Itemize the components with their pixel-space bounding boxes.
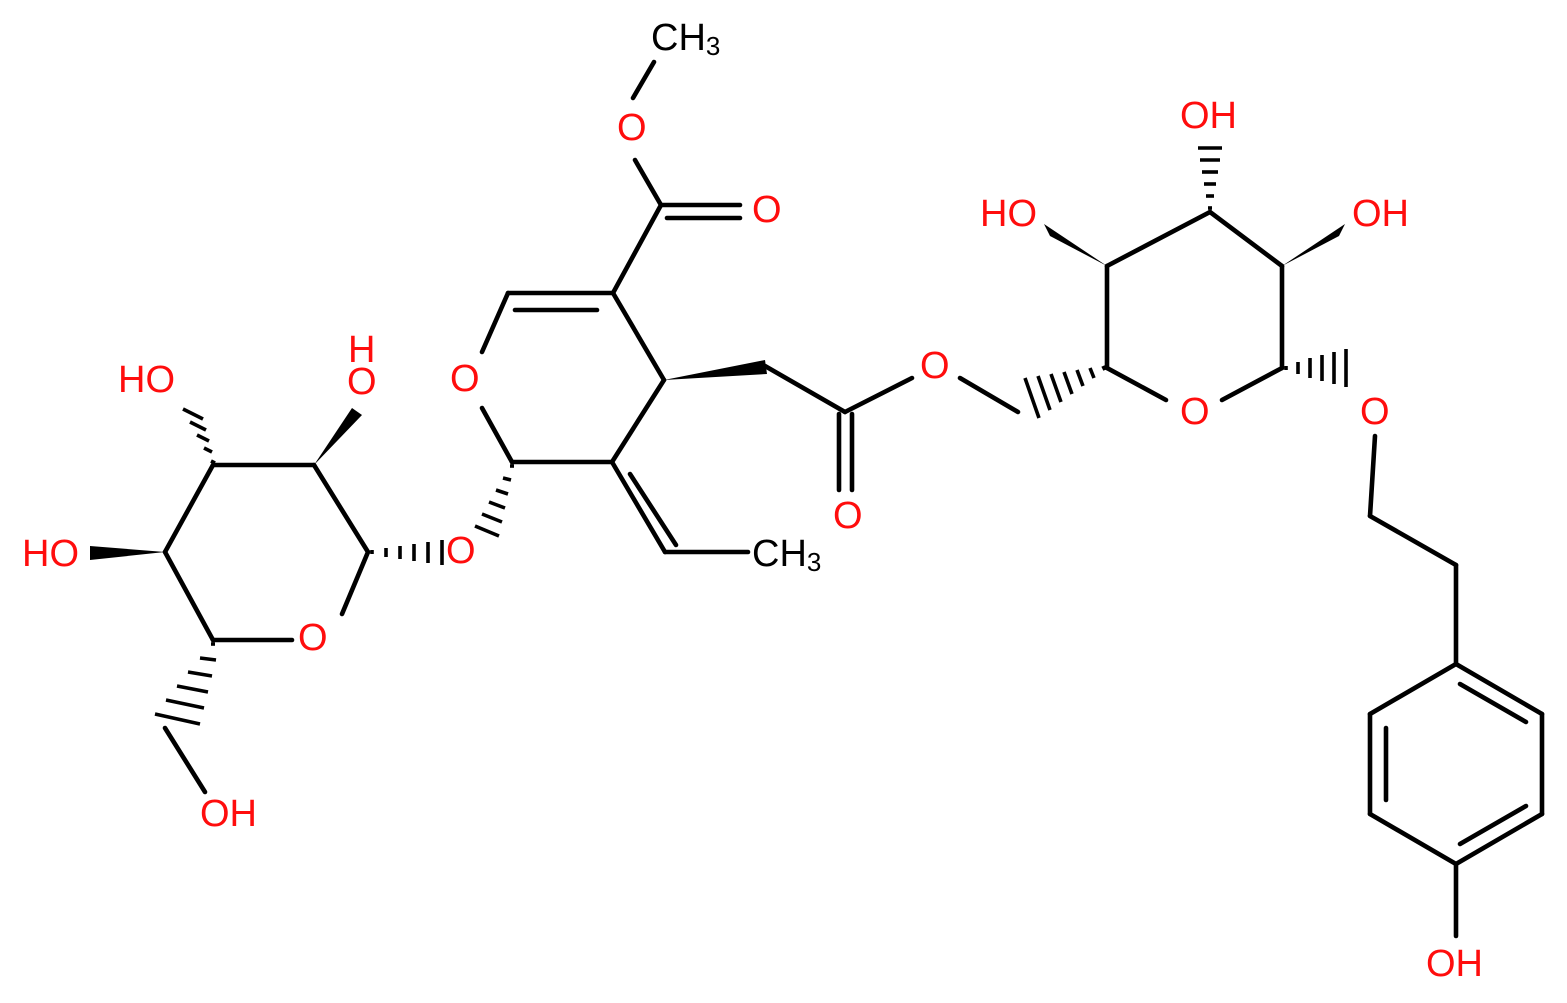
label-o-carbonyl-top: O xyxy=(752,189,782,231)
label-oh-right-top: OH xyxy=(1180,95,1237,137)
label-o-glycoside-right: O xyxy=(1360,391,1390,433)
hash-rring-c5-ch2 xyxy=(1023,365,1107,419)
wedge-lring-oh-bottom xyxy=(90,546,165,560)
label-o-ring-left-sugar: O xyxy=(298,617,328,659)
bond-ring-c-c2 xyxy=(609,377,667,465)
bond-lring-1 xyxy=(311,462,371,555)
bond-ring-c-o xyxy=(479,290,511,355)
bond-ch3-o xyxy=(630,59,657,101)
bond-ch2-c xyxy=(762,363,848,415)
bond-o-c-ester xyxy=(632,157,664,208)
label-o-ester-top: O xyxy=(617,107,647,149)
bond-rring-3 xyxy=(1207,209,1285,269)
bond-lring-ch2oh xyxy=(162,725,208,795)
bond-ring-c-c3 xyxy=(610,290,667,383)
label-oh-phenol: OH xyxy=(1426,943,1483,985)
label-o-pyran: O xyxy=(450,358,480,400)
hash-rring-oh-top xyxy=(1198,146,1222,210)
label-o-glycoside-left: O xyxy=(446,530,476,572)
wedge-lring-oh-top xyxy=(314,408,362,465)
label-o-ester-mid: O xyxy=(920,345,950,387)
label-ch3-top: CH3 xyxy=(651,17,720,61)
bond-lring-3 xyxy=(162,462,216,555)
hash-lring-oh-mid xyxy=(182,407,216,465)
wedge-bonds xyxy=(90,224,1345,560)
label-oh-left-bottom: OH xyxy=(200,793,257,835)
label-oh-left-1: HO xyxy=(118,359,175,401)
label-ch3-ethylidene: CH3 xyxy=(752,533,821,577)
bonds xyxy=(162,59,1545,939)
bond-benz-6 xyxy=(1367,661,1459,717)
bond-rring-6 xyxy=(1104,365,1169,403)
hash-lring-anomeric xyxy=(370,540,444,565)
label-o-carbonyl-mid: O xyxy=(833,495,863,537)
bond-ethylidene-double-b xyxy=(627,471,679,548)
bond-benz-1 xyxy=(1453,661,1545,717)
bond-lring-4 xyxy=(162,549,216,643)
hash-rring-anomeric xyxy=(1284,349,1348,387)
label-oh-right-3: OH xyxy=(1352,193,1409,235)
wedge-c4-ch2 xyxy=(664,360,767,380)
label-oh-left-top-h: H xyxy=(348,329,375,371)
label-oh-right-1: HO xyxy=(980,193,1037,235)
bond-ethylidene-double-a xyxy=(609,459,668,555)
bond-rring-2 xyxy=(1104,209,1213,269)
bond-o-ch2-right xyxy=(1367,433,1378,519)
bond-ring-o-c xyxy=(479,405,515,465)
bond-lring-6 xyxy=(339,549,371,617)
label-o-ring-right-sugar: O xyxy=(1180,391,1210,433)
bond-benz-3 xyxy=(1453,811,1545,867)
bond-c-o-ester xyxy=(842,375,915,415)
atom-labels: CH3 O O O O CH3 O O O HO H O HO OH O HO … xyxy=(22,17,1483,985)
label-oh-left-top-o: O xyxy=(347,361,377,403)
bond-benz-1b xyxy=(1457,681,1529,725)
hash-c1-o-left xyxy=(474,464,514,538)
hash-bonds xyxy=(154,146,1348,726)
hash-lring-ch2 xyxy=(154,642,217,726)
bond-rring-5 xyxy=(1219,365,1285,403)
wedge-rring-oh-left xyxy=(1044,224,1107,266)
label-oh-left-2: HO xyxy=(22,533,79,575)
bond-benz-3b xyxy=(1457,803,1529,847)
wedge-rring-oh-right xyxy=(1282,224,1345,266)
bond-o-ch2 xyxy=(957,375,1021,415)
bond-benz-4 xyxy=(1367,811,1459,867)
bond-ester-c-ring xyxy=(610,202,664,296)
bond-ch2-ch2 xyxy=(1367,513,1459,568)
